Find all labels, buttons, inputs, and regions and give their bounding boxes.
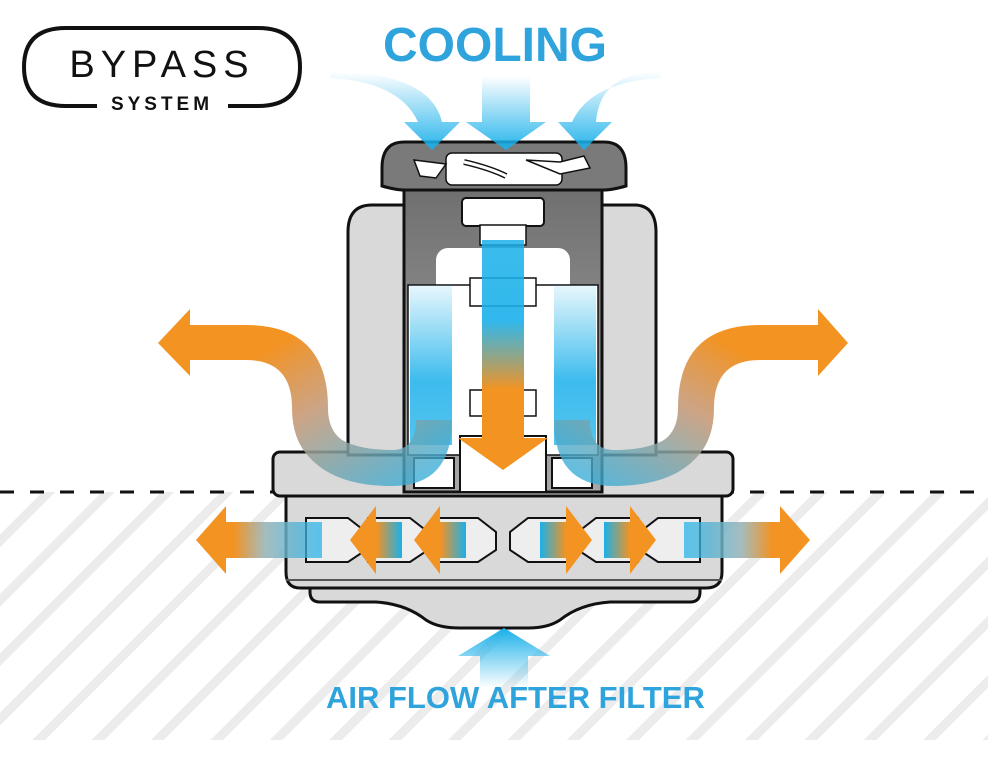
motor-base-housing	[284, 490, 724, 630]
fan-cap	[380, 140, 628, 192]
badge-title: BYPASS	[69, 44, 255, 86]
slot-flow-arrow	[604, 506, 656, 574]
slot-flow-arrow	[414, 506, 466, 574]
bypass-arrow-left	[196, 506, 322, 574]
exhaust-arrow-right	[554, 309, 848, 486]
slot-flow-arrow	[350, 506, 402, 574]
brush-holder-right	[600, 203, 658, 457]
center-flow-arrow	[458, 240, 548, 470]
brush-holder-left	[346, 203, 406, 457]
filtered-inflow-arrow	[458, 628, 550, 688]
airflow-after-filter-label: AIR FLOW AFTER FILTER	[326, 680, 705, 715]
cooling-inflow-arrows	[330, 72, 660, 150]
bottom-margin	[0, 740, 988, 765]
bypass-system-badge: BYPASS SYSTEM	[22, 26, 302, 116]
slot-flow-arrow	[540, 506, 592, 574]
internal-cooling-flow	[410, 285, 596, 445]
cooling-label: COOLING	[383, 19, 607, 72]
bypass-arrow-right	[684, 506, 810, 574]
badge-outline	[22, 26, 302, 108]
bypass-arrows	[196, 506, 810, 574]
exhaust-arrow-left	[158, 309, 452, 486]
badge-subtitle: SYSTEM	[110, 94, 214, 115]
